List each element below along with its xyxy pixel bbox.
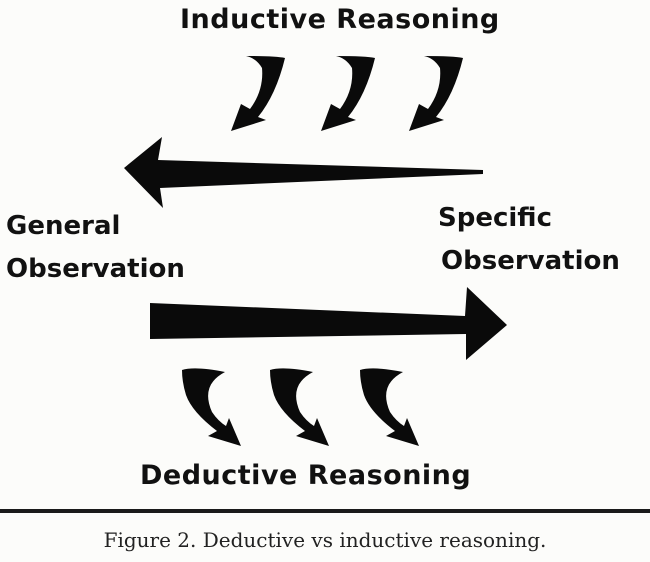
inductive-curved-arrow-2 [321,56,375,131]
deduction-right-arrow [150,287,507,360]
deductive-curved-arrow-3 [360,368,419,446]
general-observation-label-line-1: General [6,211,121,241]
inductive-reasoning-label: Inductive Reasoning [180,4,500,35]
induction-left-arrow [124,137,483,208]
figure-caption: Figure 2. Deductive vs inductive reasoni… [103,528,547,552]
inductive-curved-arrow-3 [409,56,463,131]
caption-divider [0,509,650,513]
deductive-curved-arrow-1 [182,368,241,446]
inductive-curved-arrow-1 [231,56,285,131]
specific-observation-label-line-1: Specific [438,203,552,233]
deductive-reasoning-label: Deductive Reasoning [140,460,472,491]
general-observation-label-line-2: Observation [6,254,185,284]
specific-observation-label-line-2: Observation [441,246,620,276]
reasoning-diagram [124,56,507,446]
deductive-curved-arrow-2 [270,368,329,446]
